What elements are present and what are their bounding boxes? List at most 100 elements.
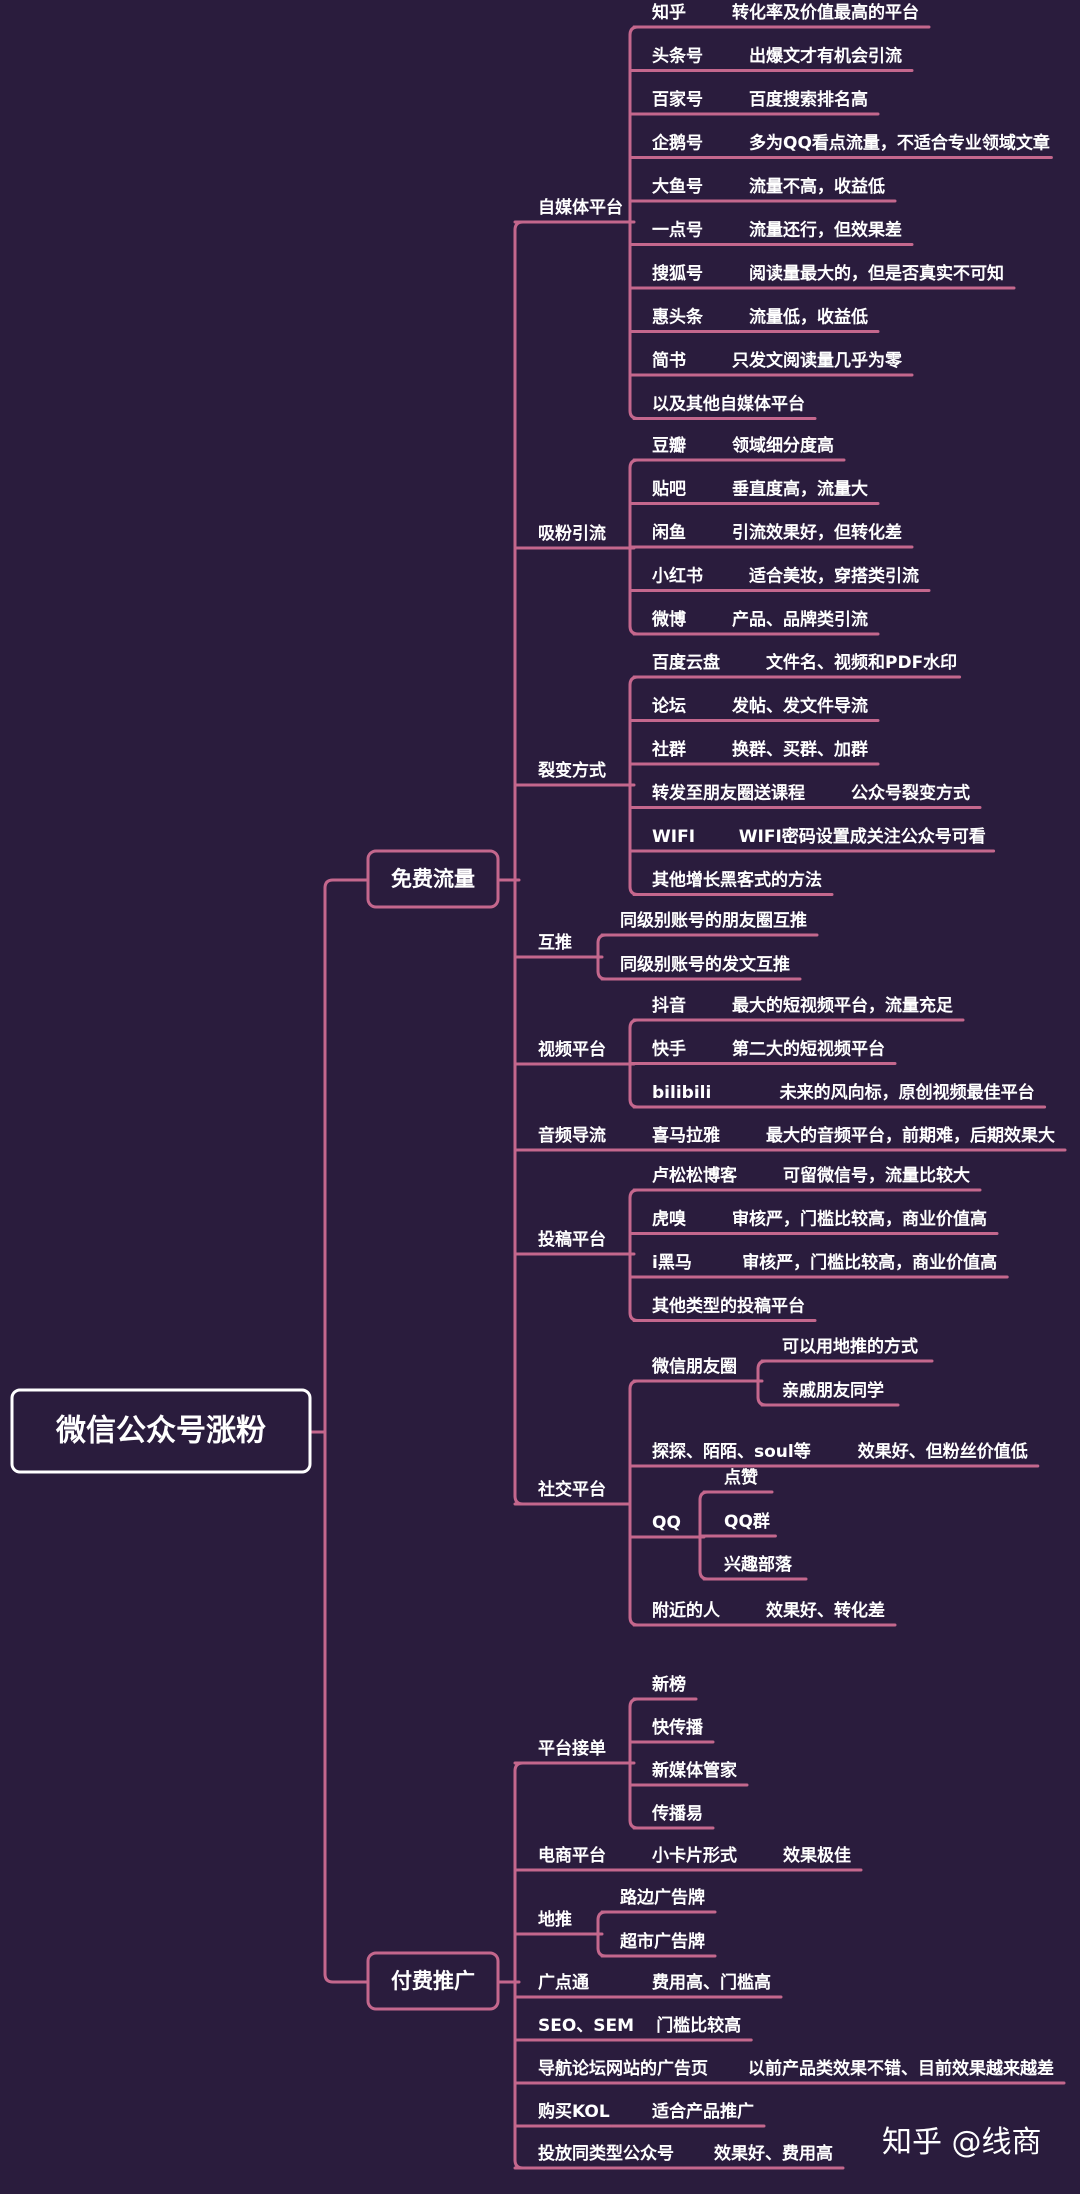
- grandchild-label[interactable]: 兴趣部落: [724, 1554, 793, 1575]
- leaf-label[interactable]: 路边广告牌: [620, 1887, 705, 1908]
- leaf-label[interactable]: 新榜: [652, 1674, 686, 1695]
- leaf-note[interactable]: 流量低，收益低: [749, 307, 868, 328]
- leaf-note[interactable]: 产品、品牌类引流: [732, 609, 868, 630]
- leaf-label[interactable]: 同级别账号的发文互推: [620, 954, 790, 975]
- leaf-label[interactable]: 卢松松博客: [652, 1165, 738, 1186]
- grandchild-label[interactable]: 可以用地推的方式: [782, 1336, 918, 1357]
- leaf-label[interactable]: 小红书: [652, 566, 703, 587]
- leaf-note[interactable]: 审核严，门槛比较高，商业价值高: [732, 1209, 987, 1230]
- leaf-label[interactable]: 百度云盘: [652, 652, 720, 673]
- leaf-label[interactable]: 附近的人: [652, 1600, 721, 1621]
- subtopic-label[interactable]: 音频导流: [538, 1125, 606, 1146]
- branch-node-paid-promotion[interactable]: 付费推广: [366, 1951, 500, 2011]
- leaf-label[interactable]: 快传播: [652, 1717, 704, 1738]
- leaf-label[interactable]: 简书: [652, 350, 686, 371]
- leaf-note[interactable]: 垂直度高，流量大: [732, 479, 868, 500]
- leaf-label[interactable]: 以前产品类效果不错、目前效果越来越差: [748, 2058, 1054, 2079]
- subtopic-label[interactable]: 自媒体平台: [538, 197, 623, 218]
- leaf-label[interactable]: 贴吧: [652, 479, 686, 500]
- subtopic-label[interactable]: 投放同类型公众号: [538, 2143, 674, 2164]
- subtopic-label[interactable]: 吸粉引流: [538, 523, 606, 544]
- leaf-note[interactable]: 适合美妆，穿搭类引流: [749, 566, 919, 587]
- leaf-label[interactable]: 探探、陌陌、soul等: [652, 1441, 811, 1462]
- grandchild-label[interactable]: 点赞: [724, 1467, 758, 1488]
- leaf-note[interactable]: 审核严，门槛比较高，商业价值高: [742, 1252, 997, 1273]
- subtopic-label[interactable]: 广点通: [538, 1972, 589, 1993]
- leaf-note[interactable]: 最大的音频平台，前期难，后期效果大: [766, 1125, 1055, 1146]
- subtopic-label[interactable]: 购买KOL: [538, 2101, 610, 2122]
- leaf-note[interactable]: 引流效果好，但转化差: [732, 522, 902, 543]
- leaf-label[interactable]: 一点号: [652, 220, 703, 241]
- leaf-note[interactable]: 流量不高，收益低: [749, 176, 885, 197]
- leaf-label[interactable]: 头条号: [652, 46, 703, 67]
- leaf-label[interactable]: 其他增长黑客式的方法: [652, 870, 822, 891]
- leaf-note[interactable]: 只发文阅读量几乎为零: [732, 350, 903, 371]
- leaf-note[interactable]: 百度搜索排名高: [749, 89, 868, 110]
- subtopic-label[interactable]: 导航论坛网站的广告页: [538, 2058, 708, 2079]
- leaf-label[interactable]: 知乎: [651, 2, 686, 23]
- leaf-label[interactable]: 传播易: [651, 1803, 703, 1824]
- subtopic-label[interactable]: 地推: [538, 1909, 572, 1930]
- leaf-label[interactable]: 微博: [651, 609, 686, 630]
- subtopic-label[interactable]: 视频平台: [538, 1039, 606, 1060]
- leaf-label[interactable]: i黑马: [652, 1253, 692, 1273]
- leaf-note[interactable]: 未来的风向标，原创视频最佳平台: [779, 1082, 1035, 1103]
- leaf-note[interactable]: 出爆文才有机会引流: [749, 46, 902, 67]
- leaf-label[interactable]: 大鱼号: [652, 176, 703, 197]
- leaf-label[interactable]: 同级别账号的朋友圈互推: [620, 910, 807, 931]
- subtopic-label[interactable]: 投稿平台: [538, 1229, 606, 1250]
- leaf-note[interactable]: 公众号裂变方式: [851, 783, 970, 804]
- leaf-label[interactable]: 抖音: [652, 995, 686, 1016]
- leaf-label[interactable]: 快手: [652, 1039, 686, 1060]
- leaf-note[interactable]: WIFI密码设置成关注公众号可看: [739, 826, 986, 847]
- leaf-note[interactable]: 效果好、转化差: [766, 1600, 885, 1621]
- leaf-label[interactable]: 社群: [651, 739, 686, 760]
- subtopic-label[interactable]: 裂变方式: [537, 760, 606, 781]
- leaf-note[interactable]: 效果好、但粉丝价值低: [858, 1441, 1028, 1462]
- leaf-note[interactable]: 领域细分度高: [732, 435, 834, 456]
- leaf-note[interactable]: 效果极佳: [783, 1845, 851, 1866]
- leaf-note[interactable]: 多为QQ看点流量，不适合专业领域文章: [749, 133, 1050, 154]
- leaf-label[interactable]: WIFI: [652, 827, 695, 847]
- grandchild-label[interactable]: QQ群: [724, 1511, 770, 1532]
- leaf-label[interactable]: 闲鱼: [652, 522, 686, 543]
- leaf-label[interactable]: 惠头条: [652, 307, 704, 328]
- branch-node-free-traffic[interactable]: 免费流量: [366, 849, 500, 909]
- leaf-label[interactable]: 企鹅号: [651, 133, 703, 154]
- leaf-label[interactable]: 百家号: [652, 89, 703, 110]
- leaf-note[interactable]: 换群、买群、加群: [732, 739, 868, 760]
- subtopic-label[interactable]: SEO、SEM: [538, 2016, 634, 2036]
- leaf-label[interactable]: 超市广告牌: [620, 1931, 705, 1952]
- leaf-note[interactable]: 阅读量最大的，但是否真实不可知: [749, 263, 1004, 284]
- leaf-label[interactable]: 喜马拉雅: [652, 1125, 720, 1146]
- grandchild-label[interactable]: 亲戚朋友同学: [782, 1380, 884, 1401]
- leaf-label[interactable]: 费用高、门槛高: [652, 1972, 771, 1993]
- subtopic-label[interactable]: 平台接单: [538, 1738, 606, 1759]
- leaf-label[interactable]: 新媒体管家: [652, 1760, 737, 1781]
- leaf-note[interactable]: 可留微信号，流量比较大: [783, 1165, 970, 1186]
- leaf-label[interactable]: 论坛: [652, 696, 686, 717]
- subtopic-label[interactable]: 电商平台: [538, 1845, 606, 1866]
- leaf-note[interactable]: 第二大的短视频平台: [732, 1039, 885, 1060]
- leaf-label[interactable]: 微信朋友圈: [651, 1356, 737, 1377]
- leaf-note[interactable]: 流量还行，但效果差: [749, 220, 902, 241]
- leaf-note[interactable]: 转化率及价值最高的平台: [732, 2, 919, 23]
- leaf-label[interactable]: 适合产品推广: [652, 2101, 754, 2122]
- leaf-label[interactable]: QQ: [652, 1513, 681, 1533]
- root-node[interactable]: 微信公众号涨粉: [10, 1388, 312, 1474]
- leaf-label[interactable]: 以及其他自媒体平台: [652, 394, 805, 415]
- leaf-label[interactable]: 小卡片形式: [652, 1845, 737, 1866]
- leaf-label[interactable]: 门槛比较高: [656, 2015, 741, 2036]
- subtopic-label[interactable]: 互推: [538, 932, 572, 953]
- leaf-label[interactable]: 转发至朋友圈送课程: [652, 783, 805, 804]
- leaf-note[interactable]: 发帖、发文件导流: [731, 696, 868, 717]
- leaf-label[interactable]: bilibili: [652, 1083, 711, 1103]
- leaf-note[interactable]: 最大的短视频平台，流量充足: [732, 995, 953, 1016]
- leaf-label[interactable]: 虎嗅: [652, 1209, 686, 1230]
- subtopic-label[interactable]: 社交平台: [537, 1479, 606, 1500]
- leaf-label[interactable]: 豆瓣: [652, 435, 686, 456]
- leaf-label[interactable]: 搜狐号: [652, 263, 703, 284]
- leaf-label[interactable]: 其他类型的投稿平台: [652, 1296, 805, 1317]
- leaf-label[interactable]: 效果好、费用高: [714, 2143, 833, 2164]
- leaf-note[interactable]: 文件名、视频和PDF水印: [766, 652, 957, 673]
